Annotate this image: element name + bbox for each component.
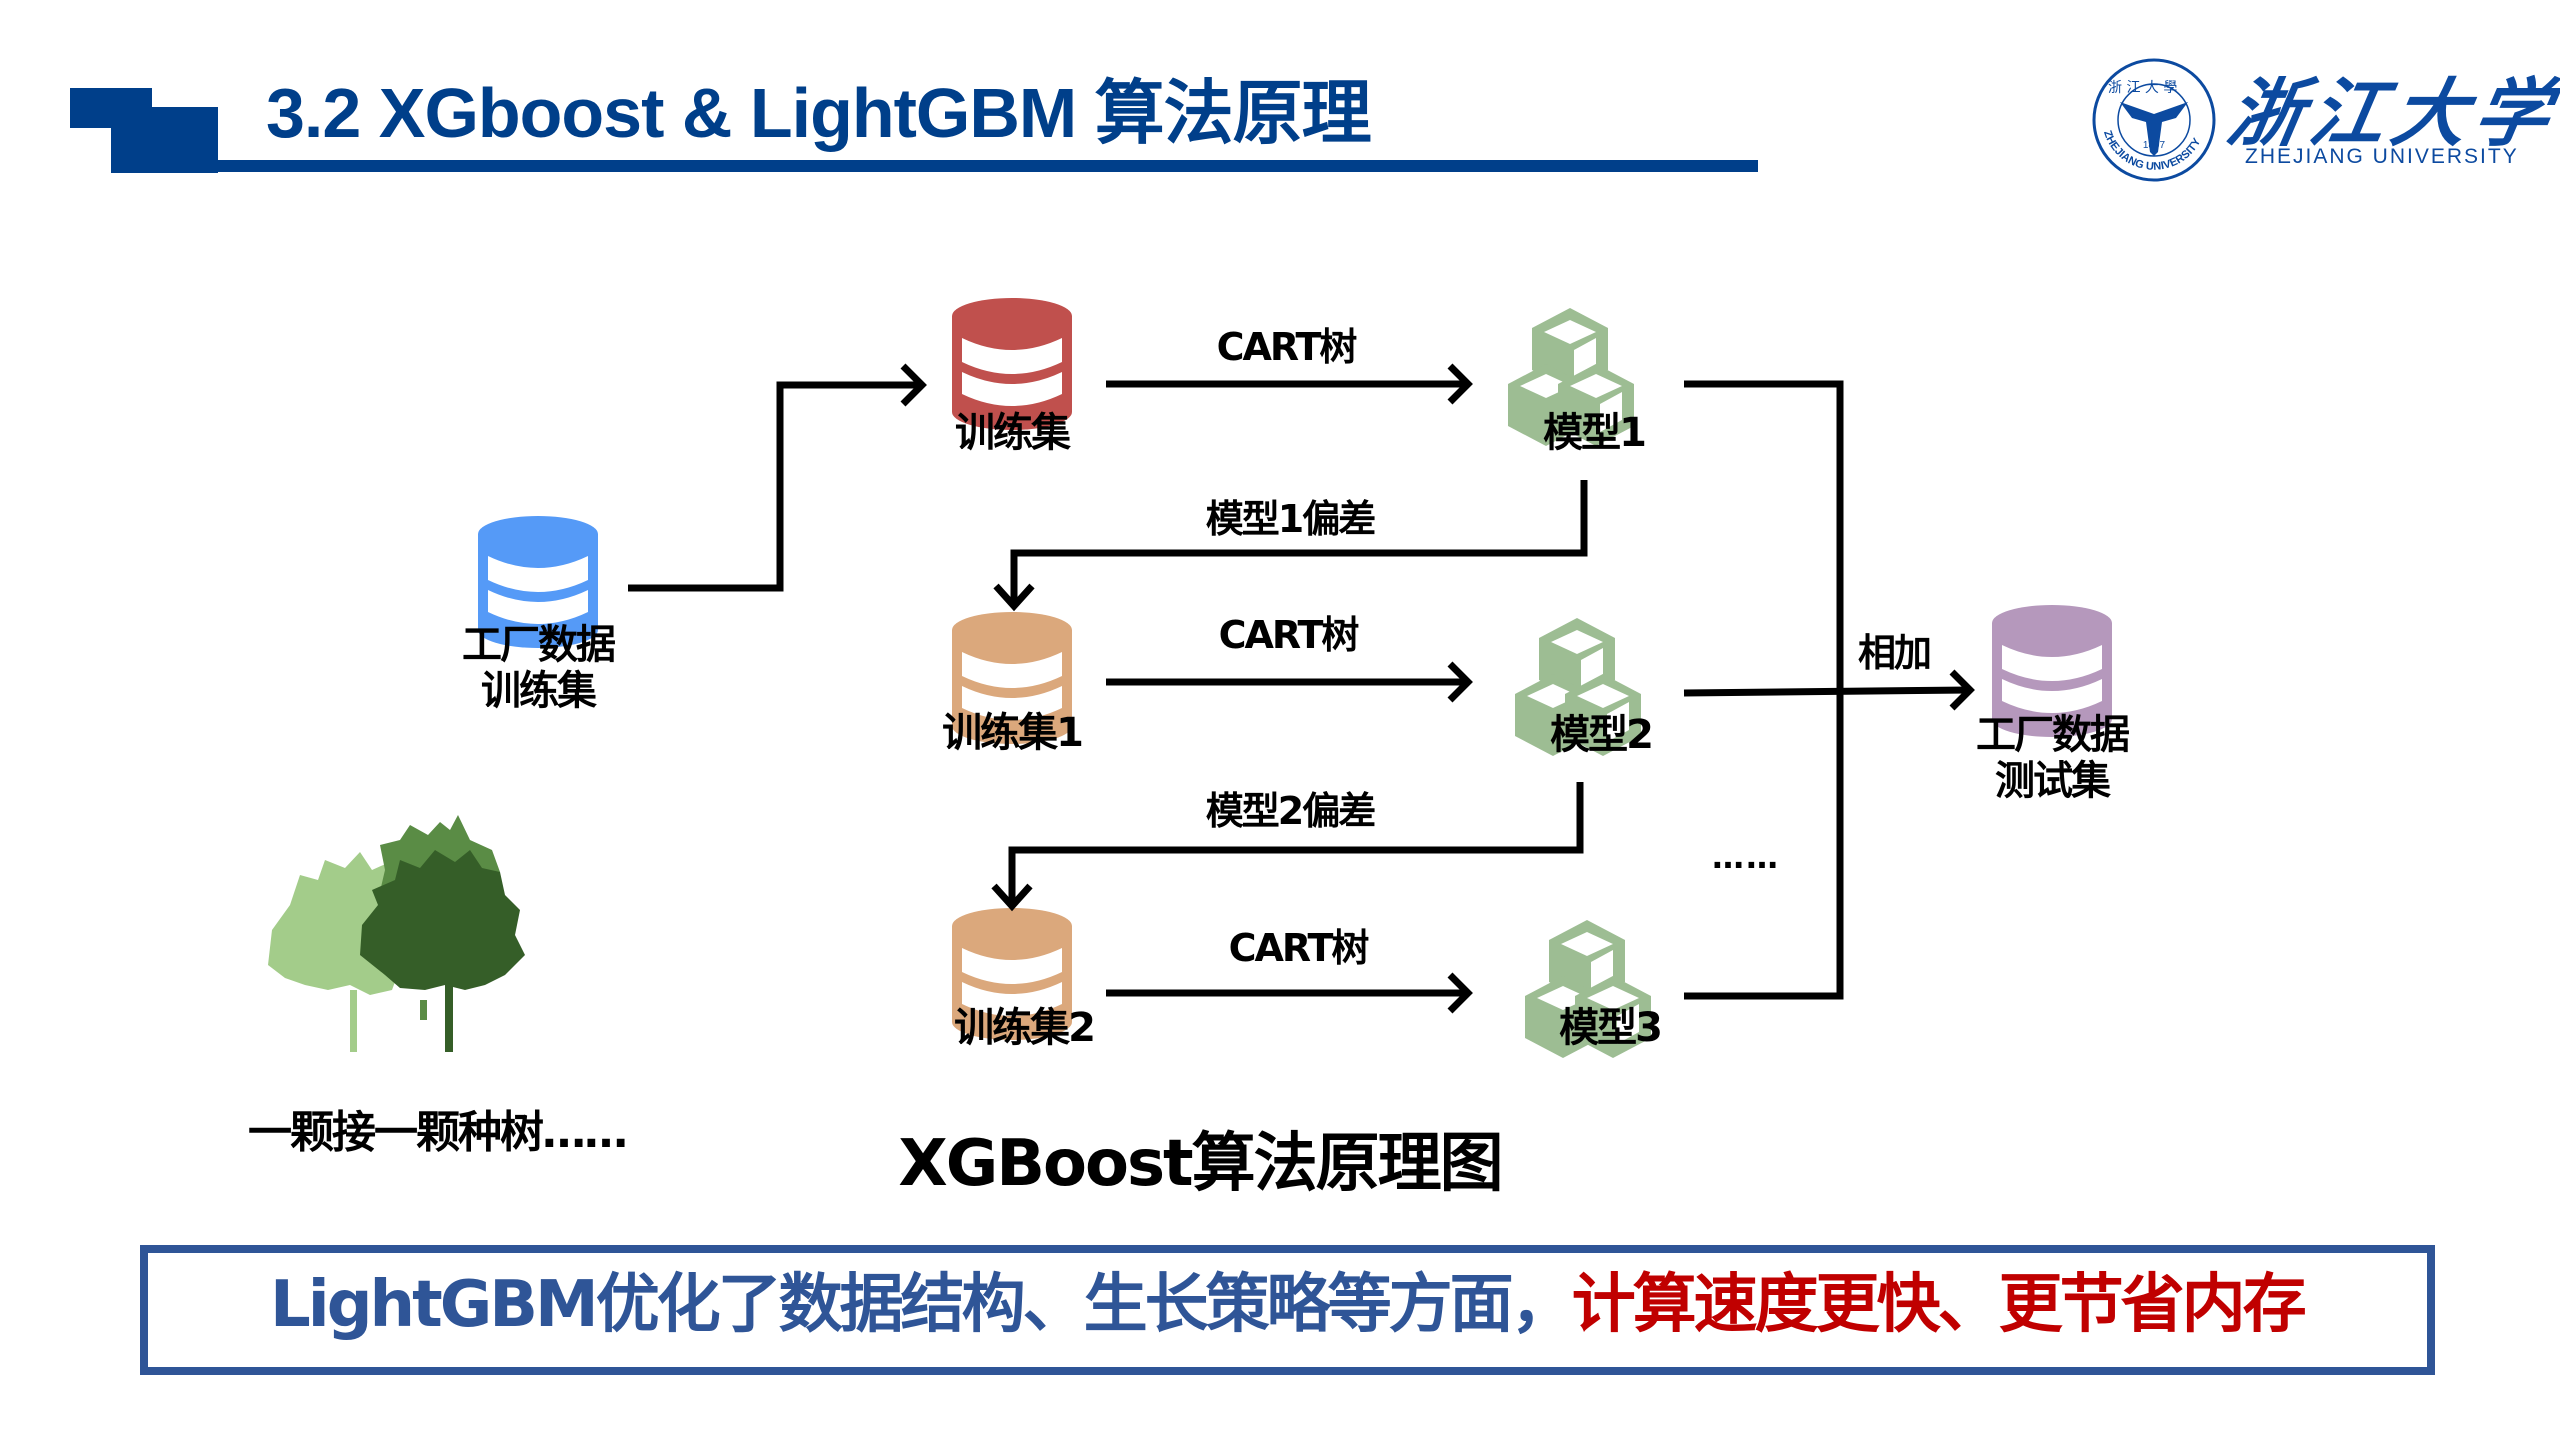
header-decoration-square [111,107,218,173]
node-label-factory-test: 工厂数据 测试集 [1976,712,2130,804]
page-title: 3.2 XGboost & LightGBM 算法原理 [266,74,1372,152]
summary-text: LightGBM优化了数据结构、生长策略等方面，计算速度更快、更节省内存 [270,1262,2307,1348]
edge-label-cart-3: CART树 [1228,926,1370,970]
node-label-line: 训练集 [481,668,597,714]
node-label-line: 测试集 [1995,758,2111,804]
node-label-train-set-2: 训练集2 [954,1005,1096,1051]
node-label-line: 工厂数据 [462,622,616,668]
edge-label-residual-1: 模型1偏差 [1205,497,1376,541]
arrowhead-icon [991,883,1033,912]
university-seal-icon: 1897 浙 江 大 學 ZHEJIANG UNIVERSITY [2092,58,2216,182]
summary-banner [140,1245,2435,1375]
node-label-factory-train: 工厂数据 训练集 [462,622,616,714]
node-label-model-2: 模型2 [1550,712,1654,758]
node-label-model-3: 模型3 [1559,1005,1663,1051]
summary-text-highlight: 计算速度更快、更节省内存 [1571,1268,2307,1342]
edge-residual-1 [1010,480,1588,606]
edge-label-cart-2: CART树 [1218,613,1360,657]
arrowhead-icon [1447,972,1473,1014]
university-name-en: ZHEJIANG UNIVERSITY [2245,145,2519,168]
node-label-train-set: 训练集 [955,410,1071,456]
arrowhead-icon [1447,363,1473,405]
summary-text-main: LightGBM优化了数据结构、生长策略等方面， [270,1268,1575,1342]
seal-year: 1897 [2143,140,2166,151]
svg-text:浙 江 大 學: 浙 江 大 學 [2108,80,2177,96]
node-label-line: 工厂数据 [1976,712,2130,758]
arrowhead-icon [900,363,927,407]
edge-label-cart-1: CART树 [1216,325,1358,369]
arrowhead-icon [1447,661,1473,703]
header-underline [217,160,1758,172]
diagram-caption: XGBoost算法原理图 [898,1127,1503,1201]
node-label-train-set-1: 训练集1 [942,710,1084,756]
edge-sum-output [1683,686,1971,697]
arrowhead-icon [1949,669,1975,711]
continuation-ellipsis: …… [1712,838,1780,876]
trees-caption: 一颗接一颗种树…… [248,1107,628,1158]
tree-icon-dark [360,850,525,1052]
edge-label-residual-2: 模型2偏差 [1205,789,1376,833]
arrowhead-icon [993,583,1035,612]
trees-illustration [268,815,525,1052]
node-label-model-1: 模型1 [1543,410,1647,456]
edge-residual-2 [1008,782,1584,906]
edge-label-sum: 相加 [1857,631,1932,675]
edge-factory-to-trainset [628,381,920,592]
